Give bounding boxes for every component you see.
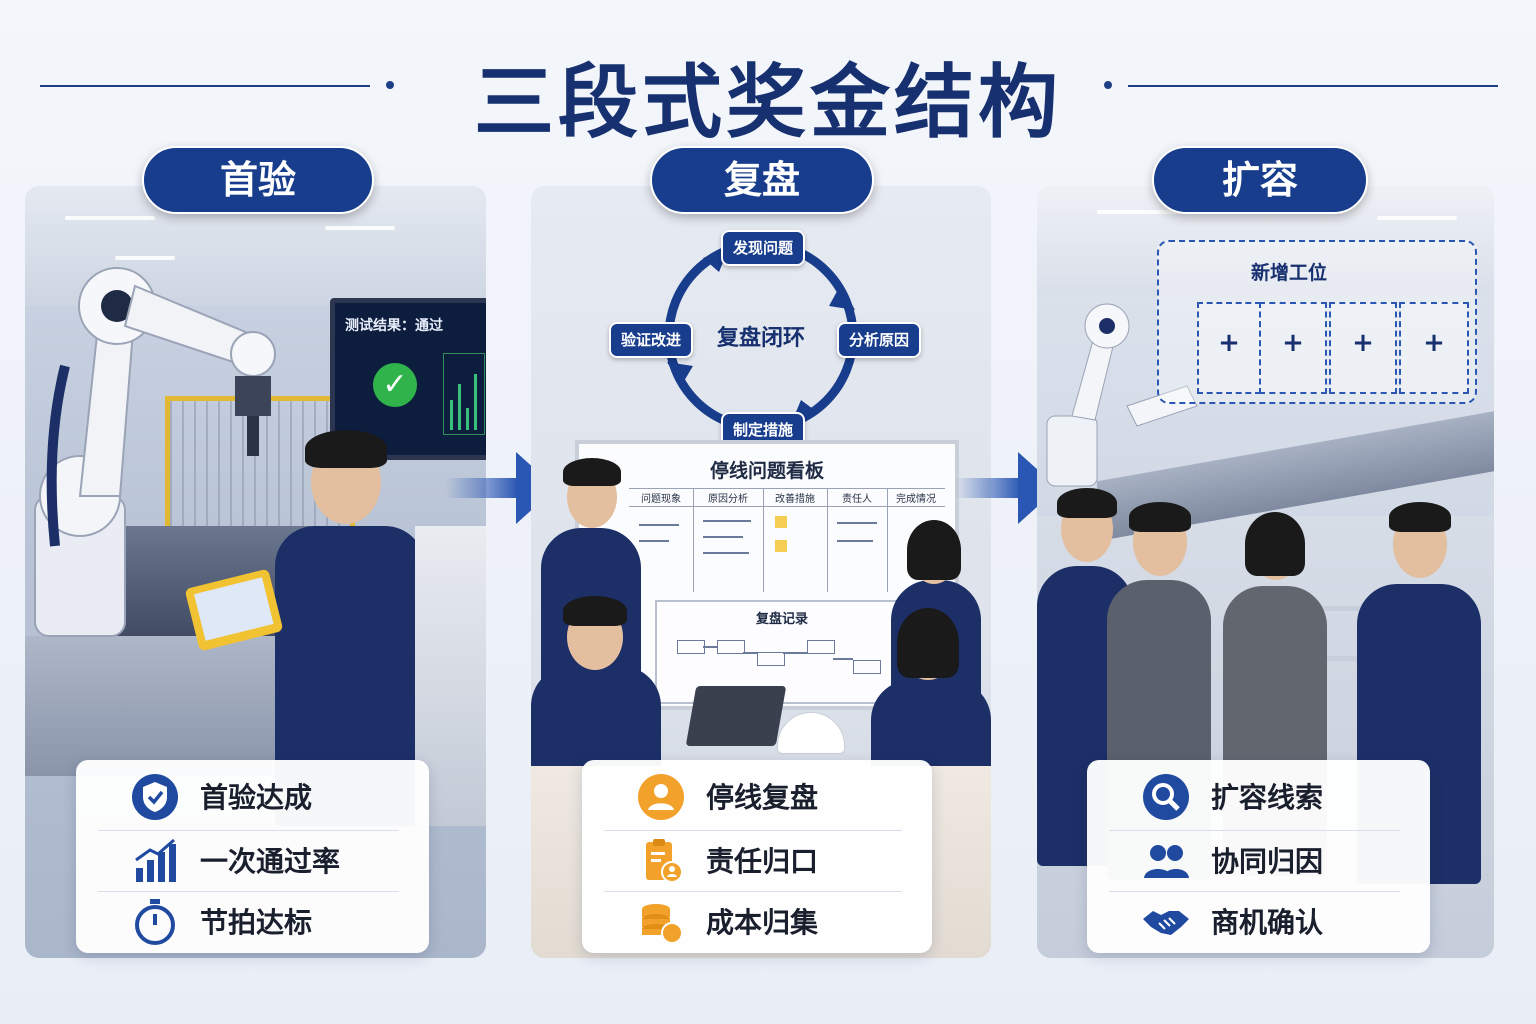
board-column: 完成情况 [896, 494, 936, 505]
record-title: 复盘记录 [755, 612, 808, 627]
stage-label-expansion: 扩容 [1152, 146, 1368, 214]
stopwatch-icon [135, 899, 175, 945]
person-circle-icon [638, 774, 684, 820]
coin-stack-icon [642, 904, 683, 944]
criterion-label: 首验达成 [200, 781, 313, 814]
safety-helmet [777, 712, 845, 754]
workstation-slot: + [1329, 302, 1397, 394]
criterion-row: 首验达成 [76, 766, 429, 826]
criterion-row: 商机确认 [1087, 891, 1430, 951]
new-workstation-label: 新增工位 [1250, 262, 1327, 284]
criterion-row: 节拍达标 [76, 891, 429, 951]
clipboard-person-icon [646, 839, 683, 883]
whiteboard-title: 停线问题看板 [709, 460, 824, 482]
stage-panel-first-inspection: 测试结果：通过 ✓ [25, 186, 486, 958]
criterion-label: 扩容线索 [1211, 781, 1324, 814]
criterion-label: 责任归口 [706, 845, 819, 878]
shield-check-icon [132, 774, 178, 820]
criterion-row: 责任归口 [582, 830, 932, 890]
pass-check-icon: ✓ [373, 363, 417, 407]
stage-label-review: 复盘 [650, 146, 874, 214]
cycle-center-label: 复盘闭环 [716, 326, 805, 351]
criterion-label: 一次通过率 [200, 845, 341, 878]
new-workstation-zone: 新增工位 + + + + [1157, 240, 1477, 404]
workstation-slot: + [1259, 302, 1327, 394]
screen-chart [443, 353, 485, 435]
criterion-label: 停线复盘 [706, 781, 819, 814]
test-result-text: 测试结果：通过 [345, 318, 443, 334]
criterion-label: 成本归集 [706, 906, 819, 939]
flow-arrow-shaft [446, 478, 518, 498]
bar-chart-up-icon [135, 838, 176, 882]
workstation-slot: + [1399, 302, 1469, 394]
stage-card-expansion: 扩容线索 协同归因 商机确认 [1087, 760, 1430, 953]
robot-arm [34, 267, 276, 637]
criterion-row: 协同归因 [1087, 830, 1430, 890]
robot-arm [1046, 303, 1198, 487]
title-rule-right [1128, 85, 1498, 87]
title-dot-right [1104, 81, 1112, 89]
laptop [685, 686, 787, 746]
criterion-label: 节拍达标 [200, 906, 313, 939]
people-icon [1144, 845, 1189, 878]
title-dot-left [386, 81, 394, 89]
stage-card-first-inspection: 首验达成 一次通过率 节拍达标 [76, 760, 429, 953]
stage-card-review: 停线复盘 责任归口 成本归集 [582, 760, 932, 953]
cycle-step: 分析原因 [837, 322, 922, 358]
board-column: 问题现象 [641, 494, 681, 505]
flow-arrow-shaft [955, 478, 1021, 498]
page-title: 三段式奖金结构 [474, 56, 1062, 149]
board-column: 改善措施 [775, 494, 815, 505]
criterion-label: 商机确认 [1211, 906, 1324, 939]
criterion-row: 停线复盘 [582, 766, 932, 826]
cycle-step: 发现问题 [721, 230, 806, 266]
title-rule-left [40, 85, 370, 87]
board-column: 责任人 [842, 494, 872, 505]
criterion-row: 扩容线索 [1087, 766, 1430, 826]
criterion-row: 一次通过率 [76, 830, 429, 890]
criterion-label: 协同归因 [1211, 845, 1324, 878]
stage-label-first-inspection: 首验 [142, 146, 374, 214]
handshake-icon [1143, 911, 1189, 935]
criterion-row: 成本归集 [582, 891, 932, 951]
magnifier-icon [1143, 774, 1189, 820]
cycle-step: 验证改进 [609, 322, 694, 358]
board-column: 原因分析 [708, 494, 748, 505]
workstation-slot: + [1197, 302, 1261, 394]
